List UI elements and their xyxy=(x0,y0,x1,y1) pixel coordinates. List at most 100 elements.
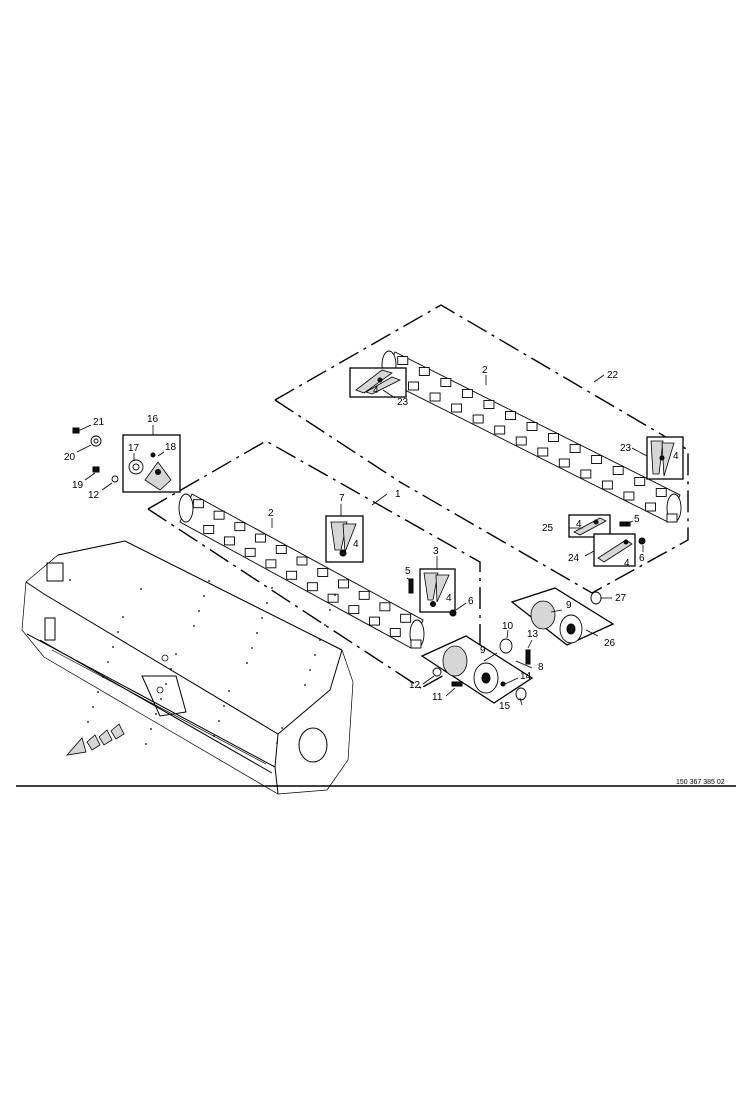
housing-rivet xyxy=(324,624,326,626)
rotor-blade-clip xyxy=(418,367,430,376)
callout-5-front: 5 xyxy=(405,566,411,577)
callout-1: 1 xyxy=(395,489,401,500)
housing-rivet xyxy=(69,579,71,581)
rotor-blade-clip xyxy=(410,639,422,649)
rotor-blade-clip xyxy=(338,579,349,589)
housing-rivet xyxy=(266,602,268,604)
callout-13: 13 xyxy=(527,629,539,640)
rotor-blade-clip xyxy=(494,425,506,435)
callout-5-rear: 5 xyxy=(634,514,640,525)
housing-rivet xyxy=(309,669,311,671)
callout-4-blade25: 4 xyxy=(576,519,582,530)
callout-24: 24 xyxy=(568,553,580,564)
housing-rivet xyxy=(170,668,172,670)
blade-detail-7 xyxy=(325,515,364,563)
rotor-blade-clip xyxy=(379,602,391,612)
bolt-5-rear xyxy=(619,521,631,527)
rotor-blade-clip xyxy=(306,582,318,592)
callout-20: 20 xyxy=(64,452,76,463)
rotor-blade-clip xyxy=(397,356,409,365)
housing-rivet xyxy=(314,654,316,656)
rotor-blade-clip xyxy=(612,466,624,475)
rotor-blade-clip xyxy=(655,488,667,497)
rotor-blade-clip xyxy=(255,533,266,543)
callout-9-front: 9 xyxy=(480,645,486,656)
rotor-blade-clip xyxy=(537,447,549,457)
housing-rivet xyxy=(112,646,114,648)
housing-rivet xyxy=(117,631,119,633)
callout-7: 7 xyxy=(339,493,345,504)
callout-12-bearing: 12 xyxy=(88,490,100,501)
assembly-group-22 xyxy=(274,304,689,594)
drawing-number: 150 367 385 02 xyxy=(676,779,725,786)
direction-arrow-icon xyxy=(65,723,125,756)
housing-rivet xyxy=(251,647,253,649)
housing-rivet xyxy=(246,662,248,664)
callout-8: 8 xyxy=(538,662,544,673)
rotor-blade-clip xyxy=(623,491,635,501)
callout-4-blade23b: 4 xyxy=(673,451,679,462)
callout-18: 18 xyxy=(165,442,177,453)
rotor-blade-clip xyxy=(461,389,473,398)
callout-11: 11 xyxy=(432,692,443,703)
rotor-blade-clip xyxy=(548,433,559,442)
callout-2-front: 2 xyxy=(268,508,274,519)
housing-rivet xyxy=(228,690,230,692)
callout-3: 3 xyxy=(433,546,439,557)
callout-16: 16 xyxy=(147,414,159,425)
rotor-blade-clip xyxy=(296,556,308,566)
blade-detail-3 xyxy=(408,568,457,617)
leader-lines xyxy=(76,374,648,706)
callout-4-blade24: 4 xyxy=(624,558,630,569)
blade-detail-24 xyxy=(593,533,636,567)
nut-6-rear xyxy=(638,537,646,545)
blade-detail-23-lower xyxy=(646,436,684,480)
rotor-blade-clip xyxy=(327,593,339,603)
callout-6-rear: 6 xyxy=(639,553,645,564)
housing-rivet xyxy=(160,698,162,700)
callout-21: 21 xyxy=(93,417,105,428)
housing-rivet xyxy=(145,743,147,745)
housing-rivet xyxy=(175,653,177,655)
callout-4-blade3: 4 xyxy=(446,593,452,604)
rotor-blade-clip xyxy=(634,477,646,486)
housing-rivet xyxy=(271,587,273,589)
rotor-blade-clip xyxy=(224,536,235,546)
callout-23-upper: 23 xyxy=(397,397,409,408)
callout-22: 22 xyxy=(607,370,619,381)
callout-4-blade7: 4 xyxy=(353,539,359,550)
rotor-blade-clip xyxy=(358,590,370,600)
rotor-blade-clip xyxy=(451,403,463,413)
housing-rivet xyxy=(304,684,306,686)
rotor-blade-clip xyxy=(515,436,527,446)
rotor-blade-clip xyxy=(666,513,678,523)
callout-19: 19 xyxy=(72,480,84,491)
rotor-blade-clip xyxy=(429,392,441,402)
rotor-blade-clip xyxy=(369,616,380,626)
callout-27: 27 xyxy=(615,593,627,604)
rotor-blade-clip xyxy=(526,422,538,431)
rotor-shaft-front xyxy=(178,493,425,649)
housing-rivet xyxy=(203,595,205,597)
housing-rivet xyxy=(87,721,89,723)
rotor-blade-clip xyxy=(591,455,603,464)
callout-23-lower: 23 xyxy=(620,443,632,454)
housing-rivet xyxy=(150,728,152,730)
rotor-blade-clip xyxy=(408,381,419,391)
housing-rivet xyxy=(198,610,200,612)
housing-rivet xyxy=(122,616,124,618)
rotor-blade-clip xyxy=(389,628,401,637)
housing-rivet xyxy=(281,727,283,729)
rotor-blade-clip xyxy=(569,444,581,453)
rotor-blade-clip xyxy=(286,570,298,580)
housing-rivet xyxy=(256,632,258,634)
housing-rivet xyxy=(223,705,225,707)
housing-rivet xyxy=(218,720,220,722)
callout-14: 14 xyxy=(520,671,532,682)
rotor-blade-clip xyxy=(213,510,225,520)
housing-rivet xyxy=(140,588,142,590)
rotor-blade-clip xyxy=(317,568,329,577)
machine-housing xyxy=(21,540,354,795)
housing-rivet xyxy=(165,683,167,685)
